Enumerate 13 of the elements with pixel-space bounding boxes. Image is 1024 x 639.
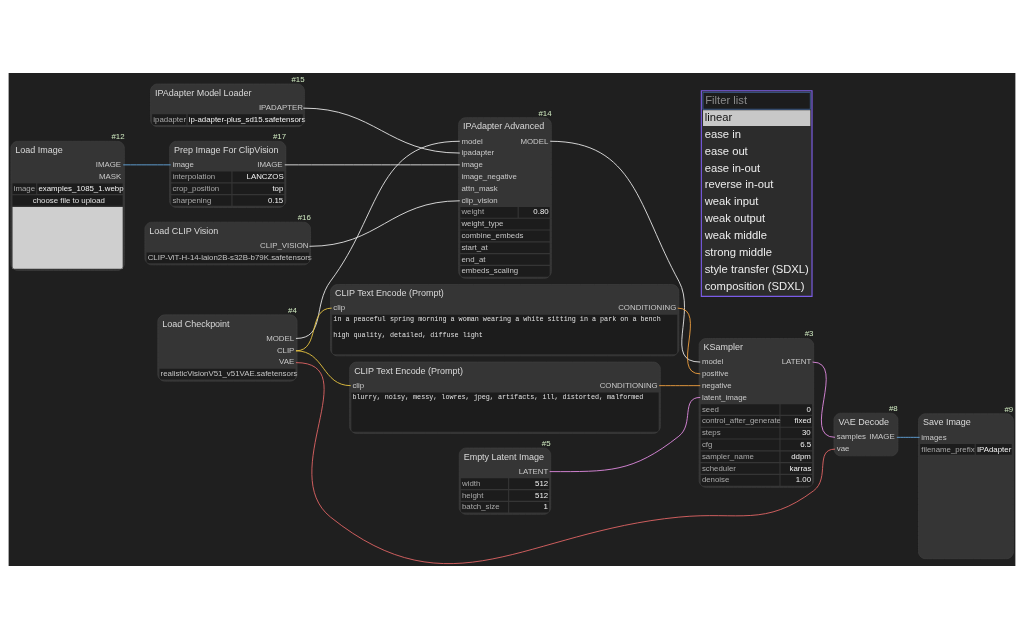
connector bbox=[284, 164, 461, 166]
connector bbox=[677, 307, 701, 375]
connector bbox=[295, 140, 461, 339]
connector bbox=[309, 200, 461, 247]
connector bbox=[658, 385, 701, 387]
connector bbox=[122, 164, 172, 166]
connector bbox=[295, 350, 352, 387]
connector bbox=[549, 140, 701, 363]
connector bbox=[896, 436, 921, 438]
connector bbox=[549, 397, 701, 473]
connector bbox=[812, 361, 836, 438]
connector bbox=[302, 107, 461, 154]
connector bbox=[295, 362, 836, 564]
